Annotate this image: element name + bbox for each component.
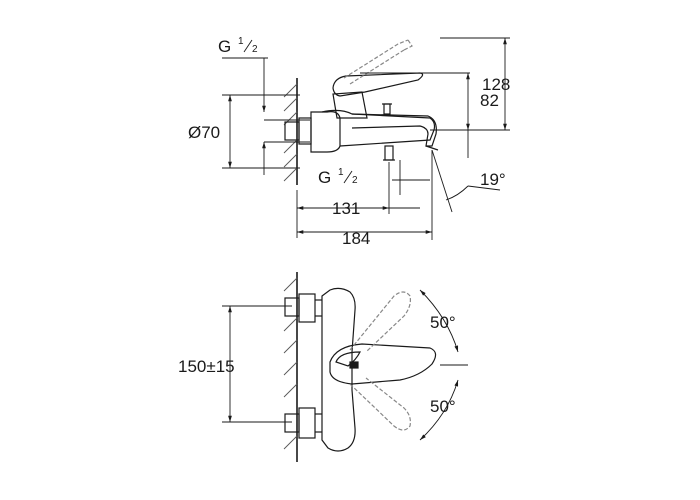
label-g-bottom-num: 1 [338,167,344,178]
label-19deg: 19° [480,170,506,189]
label-50-bottom: 50° [430,397,456,416]
wall-bottom [283,272,298,462]
eccentric-connector [298,117,312,145]
label-g-top-num: 1 [238,36,244,47]
label-50-top: 50° [430,313,456,332]
label-82: 82 [480,91,499,110]
shower-outlet [384,145,394,161]
labels-top: G 1 2 Ø70 G 1 2 131 184 82 128 19° [188,36,510,248]
labels-front: 150±15 50° 50° [178,313,456,416]
label-g-top: G [218,37,231,56]
label-g-bottom-den: 2 [352,175,358,186]
label-150: 150±15 [178,357,235,376]
front-view [283,272,437,462]
label-g-top-den: 2 [252,44,258,55]
dimensions-top [222,37,510,240]
cartridge-housing [332,91,368,119]
label-diameter: Ø70 [188,123,220,142]
wall-top [283,78,298,185]
label-131: 131 [332,199,360,218]
lower-connector [298,407,316,439]
upper-connector [298,293,316,323]
lever-ghost-down [349,377,411,431]
diverter-knob [383,103,391,115]
dimensions-front [222,289,468,441]
side-view [283,39,439,185]
label-184: 184 [342,229,370,248]
mixer-body [321,109,436,147]
label-128: 128 [482,75,510,94]
indicator-dot [349,361,359,369]
bath-spout [351,113,437,147]
lever-raised-ghost [343,39,413,85]
mixer-body-front [321,287,356,452]
lever-front [329,343,437,385]
lever-ghost-up [349,291,411,353]
mixer-body-left [310,111,341,153]
lever-handle [332,72,424,97]
label-g-bottom: G [318,168,331,187]
